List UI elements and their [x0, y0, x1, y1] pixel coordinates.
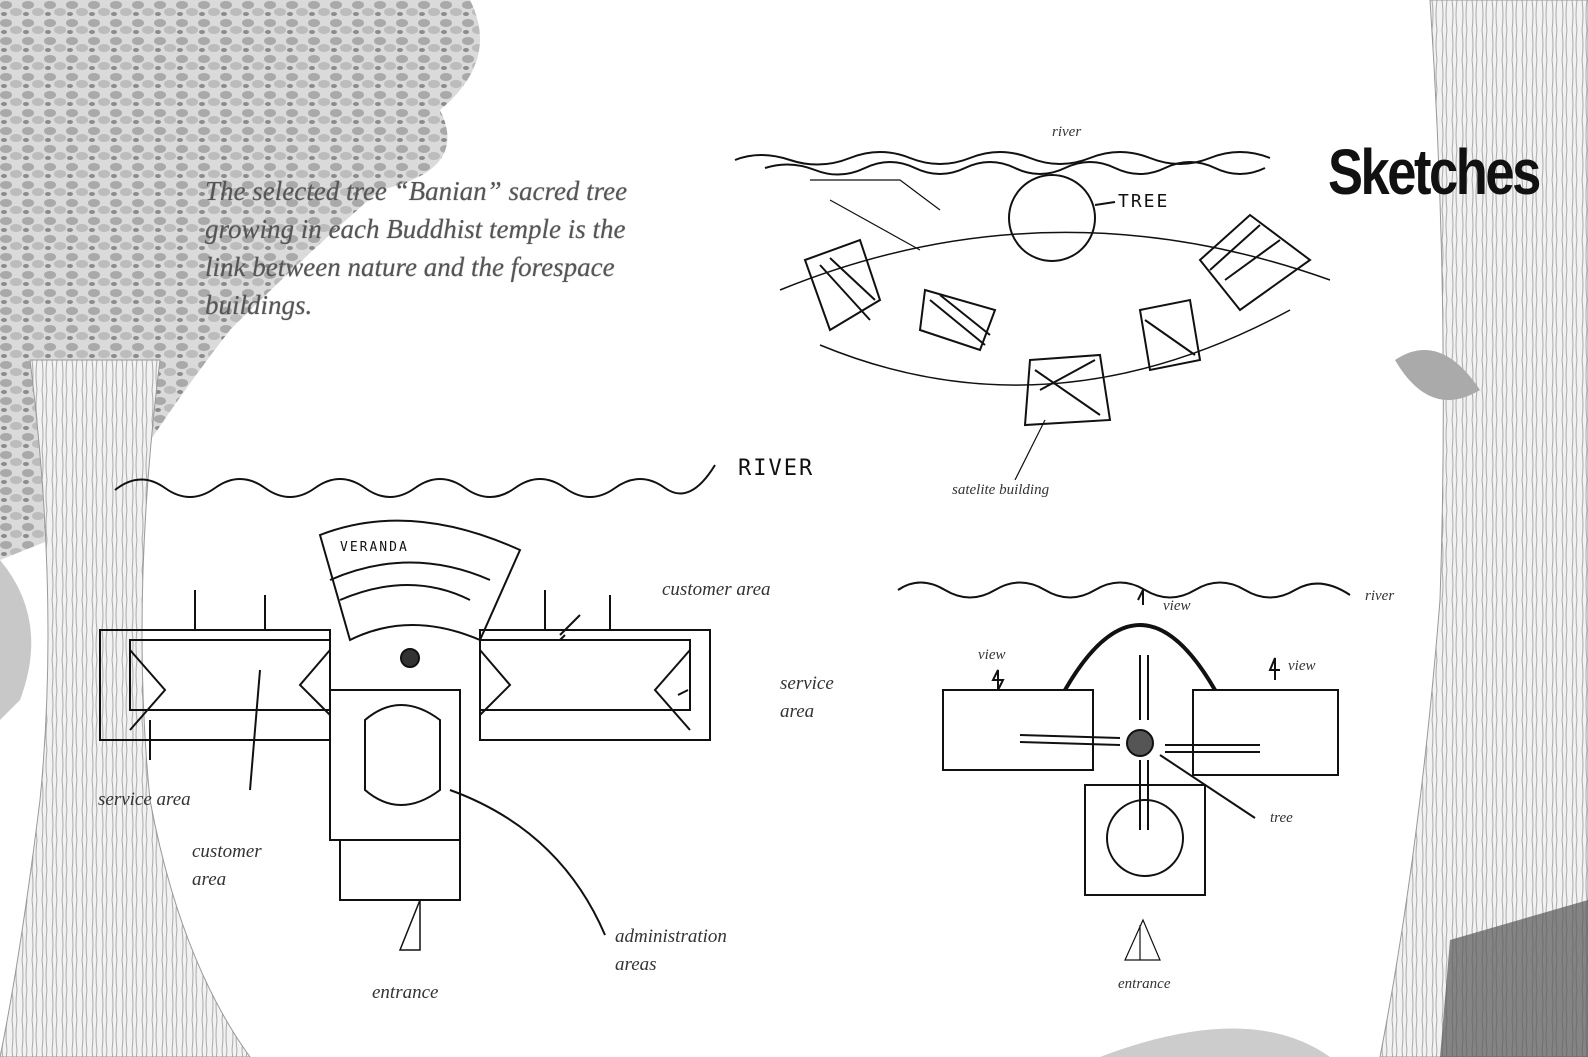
- roots-right: [1440, 900, 1588, 1057]
- building-5: [1198, 213, 1312, 312]
- satellite-building-label: satelite building: [952, 482, 1050, 498]
- entrance-arrow: [398, 899, 421, 951]
- plan-sketch: [99, 464, 716, 951]
- customer-area-label-left-2: area: [192, 869, 227, 890]
- building-4: [1023, 353, 1112, 427]
- building-1: [803, 238, 882, 332]
- river-label-top: river: [1052, 124, 1082, 140]
- service-area-label-right-2: area: [780, 701, 815, 722]
- intro-line: The selected tree “Banian” sacred tree: [205, 176, 628, 206]
- trunk-left: [0, 359, 251, 1057]
- entrance-label-plan: entrance: [372, 982, 439, 1003]
- view-label-top: view: [1163, 598, 1191, 614]
- veranda-arc: [318, 519, 522, 642]
- entrance-label-cross: entrance: [1118, 976, 1171, 992]
- river-label-cross: river: [1365, 588, 1395, 604]
- administration-label-1: administration: [615, 926, 727, 947]
- intro-line: link between nature and the forespace: [205, 252, 615, 282]
- customer-area-label-left-1: customer: [192, 841, 262, 862]
- intro-line: growing in each Buddhist temple is the: [205, 214, 626, 244]
- tree-circle: [1008, 174, 1096, 262]
- veranda-label: VERANDA: [340, 540, 409, 555]
- building-3: [1138, 298, 1202, 372]
- ground-right: [1100, 1028, 1330, 1057]
- administration-label-2: areas: [615, 954, 657, 975]
- tree-label-top: TREE: [1118, 191, 1170, 212]
- building-2: [918, 288, 997, 352]
- right-wing: [479, 629, 711, 741]
- service-area-label-right-1: service: [780, 673, 834, 694]
- view-label-right: view: [1288, 658, 1316, 674]
- view-label-left: view: [978, 647, 1006, 663]
- foliage-left-low: [0, 560, 32, 720]
- palm-right: [1395, 350, 1480, 400]
- trunk-right: [1379, 0, 1588, 1057]
- customer-area-label-right: customer area: [662, 579, 771, 600]
- river-label-plan: RIVER: [738, 456, 815, 481]
- service-area-label-left: service area: [98, 789, 191, 810]
- cross-sketch: [897, 581, 1351, 961]
- tree-label-cross: tree: [1270, 810, 1293, 826]
- top-sketch: [734, 151, 1331, 481]
- intro-line: buildings.: [205, 290, 313, 320]
- page-title: Sketches: [1328, 136, 1541, 208]
- intro-paragraph: The selected tree “Banian” sacred tree g…: [205, 172, 627, 324]
- entrance-arrow-right: [1124, 918, 1161, 961]
